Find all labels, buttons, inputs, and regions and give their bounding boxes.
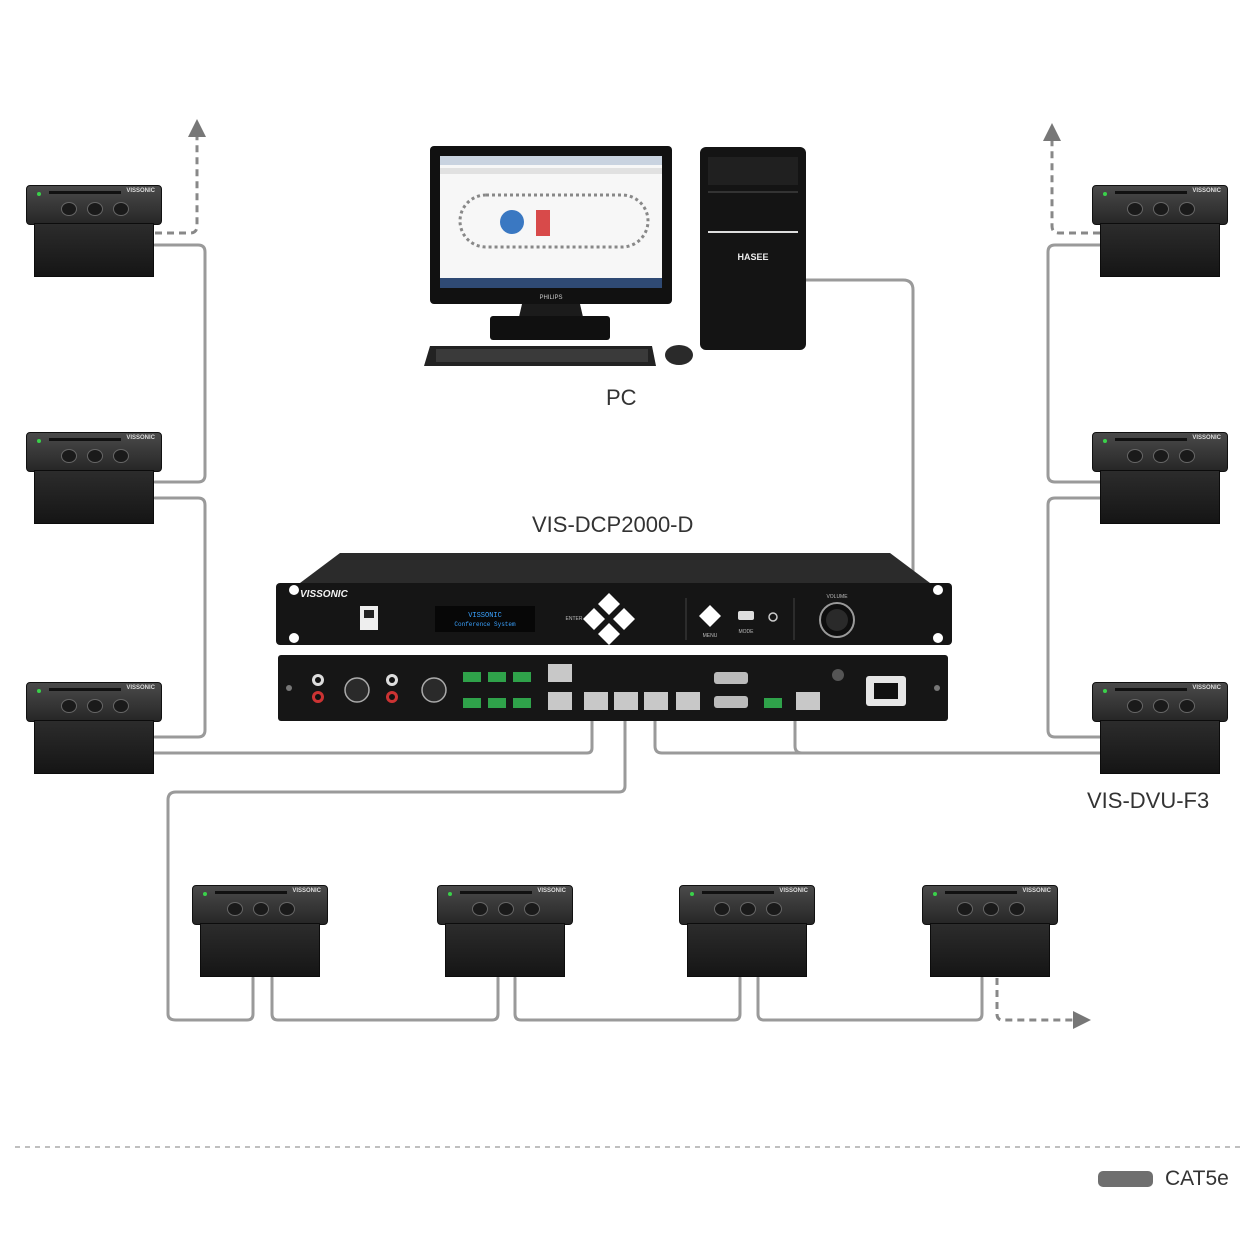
legend-label: CAT5e — [1165, 1167, 1229, 1190]
unit-brand: VISSONIC — [779, 888, 808, 894]
cable-processor-bottom — [166, 718, 627, 1022]
conference-unit: VISSONIC — [1092, 432, 1228, 524]
mode-button — [738, 611, 754, 620]
cable-lines — [153, 243, 1102, 1022]
arrow-up-icon — [155, 119, 206, 235]
cable-left-chain-1 — [153, 243, 207, 484]
unit-label: VIS-DVU-F3 — [1087, 788, 1210, 813]
menu-label: MENU — [703, 633, 718, 639]
display-line1: VISSONIC — [468, 612, 502, 620]
unit-brand: VISSONIC — [1022, 888, 1051, 894]
pc-keyboard — [424, 346, 656, 366]
processor-display — [435, 606, 535, 632]
conference-unit: VISSONIC — [26, 185, 162, 277]
unit-brand: VISSONIC — [126, 435, 155, 441]
dpad-icon — [583, 593, 635, 645]
continuation-arrows — [155, 119, 1100, 1029]
unit-brand: VISSONIC — [126, 685, 155, 691]
display-line2: Conference System — [454, 621, 516, 628]
cable-right-chain-2 — [1046, 496, 1102, 739]
arrow-up-icon — [1043, 123, 1100, 235]
conference-unit: VISSONIC — [26, 432, 162, 524]
enter-label: ENTER — [566, 616, 583, 622]
conference-unit: VISSONIC — [437, 885, 573, 977]
conference-unit: VISSONIC — [679, 885, 815, 977]
cable-processor-right-2 — [793, 718, 1102, 755]
cable-bottom-chain-2 — [513, 976, 742, 1022]
processor-rear — [278, 655, 948, 721]
conference-unit: VISSONIC — [1092, 682, 1228, 774]
processor-front: VISSONIC VISSONIC Conference System ENTE… — [276, 553, 952, 645]
conference-unit: VISSONIC — [1092, 185, 1228, 277]
cable-processor-right-1 — [653, 718, 1102, 755]
pc-mouse — [665, 345, 693, 365]
tower-brand: HASEE — [737, 252, 768, 262]
arrow-right-icon — [995, 978, 1091, 1029]
unit-brand: VISSONIC — [1192, 188, 1221, 194]
unit-brand: VISSONIC — [1192, 435, 1221, 441]
monitor-brand: PHILIPS — [539, 295, 562, 301]
cable-pc-processor — [804, 278, 915, 585]
conference-unit: VISSONIC — [922, 885, 1058, 977]
legend-swatch — [1098, 1171, 1153, 1187]
conference-unit: VISSONIC — [26, 682, 162, 774]
pc-label: PC — [606, 385, 637, 410]
cable-bottom-chain-1 — [270, 976, 500, 1022]
cable-right-chain-1 — [1046, 243, 1102, 484]
unit-brand: VISSONIC — [537, 888, 566, 894]
conference-unit: VISSONIC — [192, 885, 328, 977]
cable-bottom-chain-3 — [756, 976, 984, 1022]
unit-brand: VISSONIC — [1192, 685, 1221, 691]
unit-brand: VISSONIC — [292, 888, 321, 894]
monitor-screen — [440, 156, 662, 288]
cable-left-chain-2 — [153, 496, 207, 739]
processor-brand: VISSONIC — [300, 589, 349, 600]
pc-monitor: PHILIPS — [430, 146, 672, 340]
pc-tower: HASEE — [700, 147, 806, 350]
mode-label: MODE — [739, 629, 755, 635]
volume-label: VOLUME — [826, 594, 848, 600]
cable-processor-left — [153, 718, 594, 755]
menu-button — [699, 605, 721, 627]
unit-brand: VISSONIC — [126, 188, 155, 194]
processor-label: VIS-DCP2000-D — [532, 512, 694, 537]
